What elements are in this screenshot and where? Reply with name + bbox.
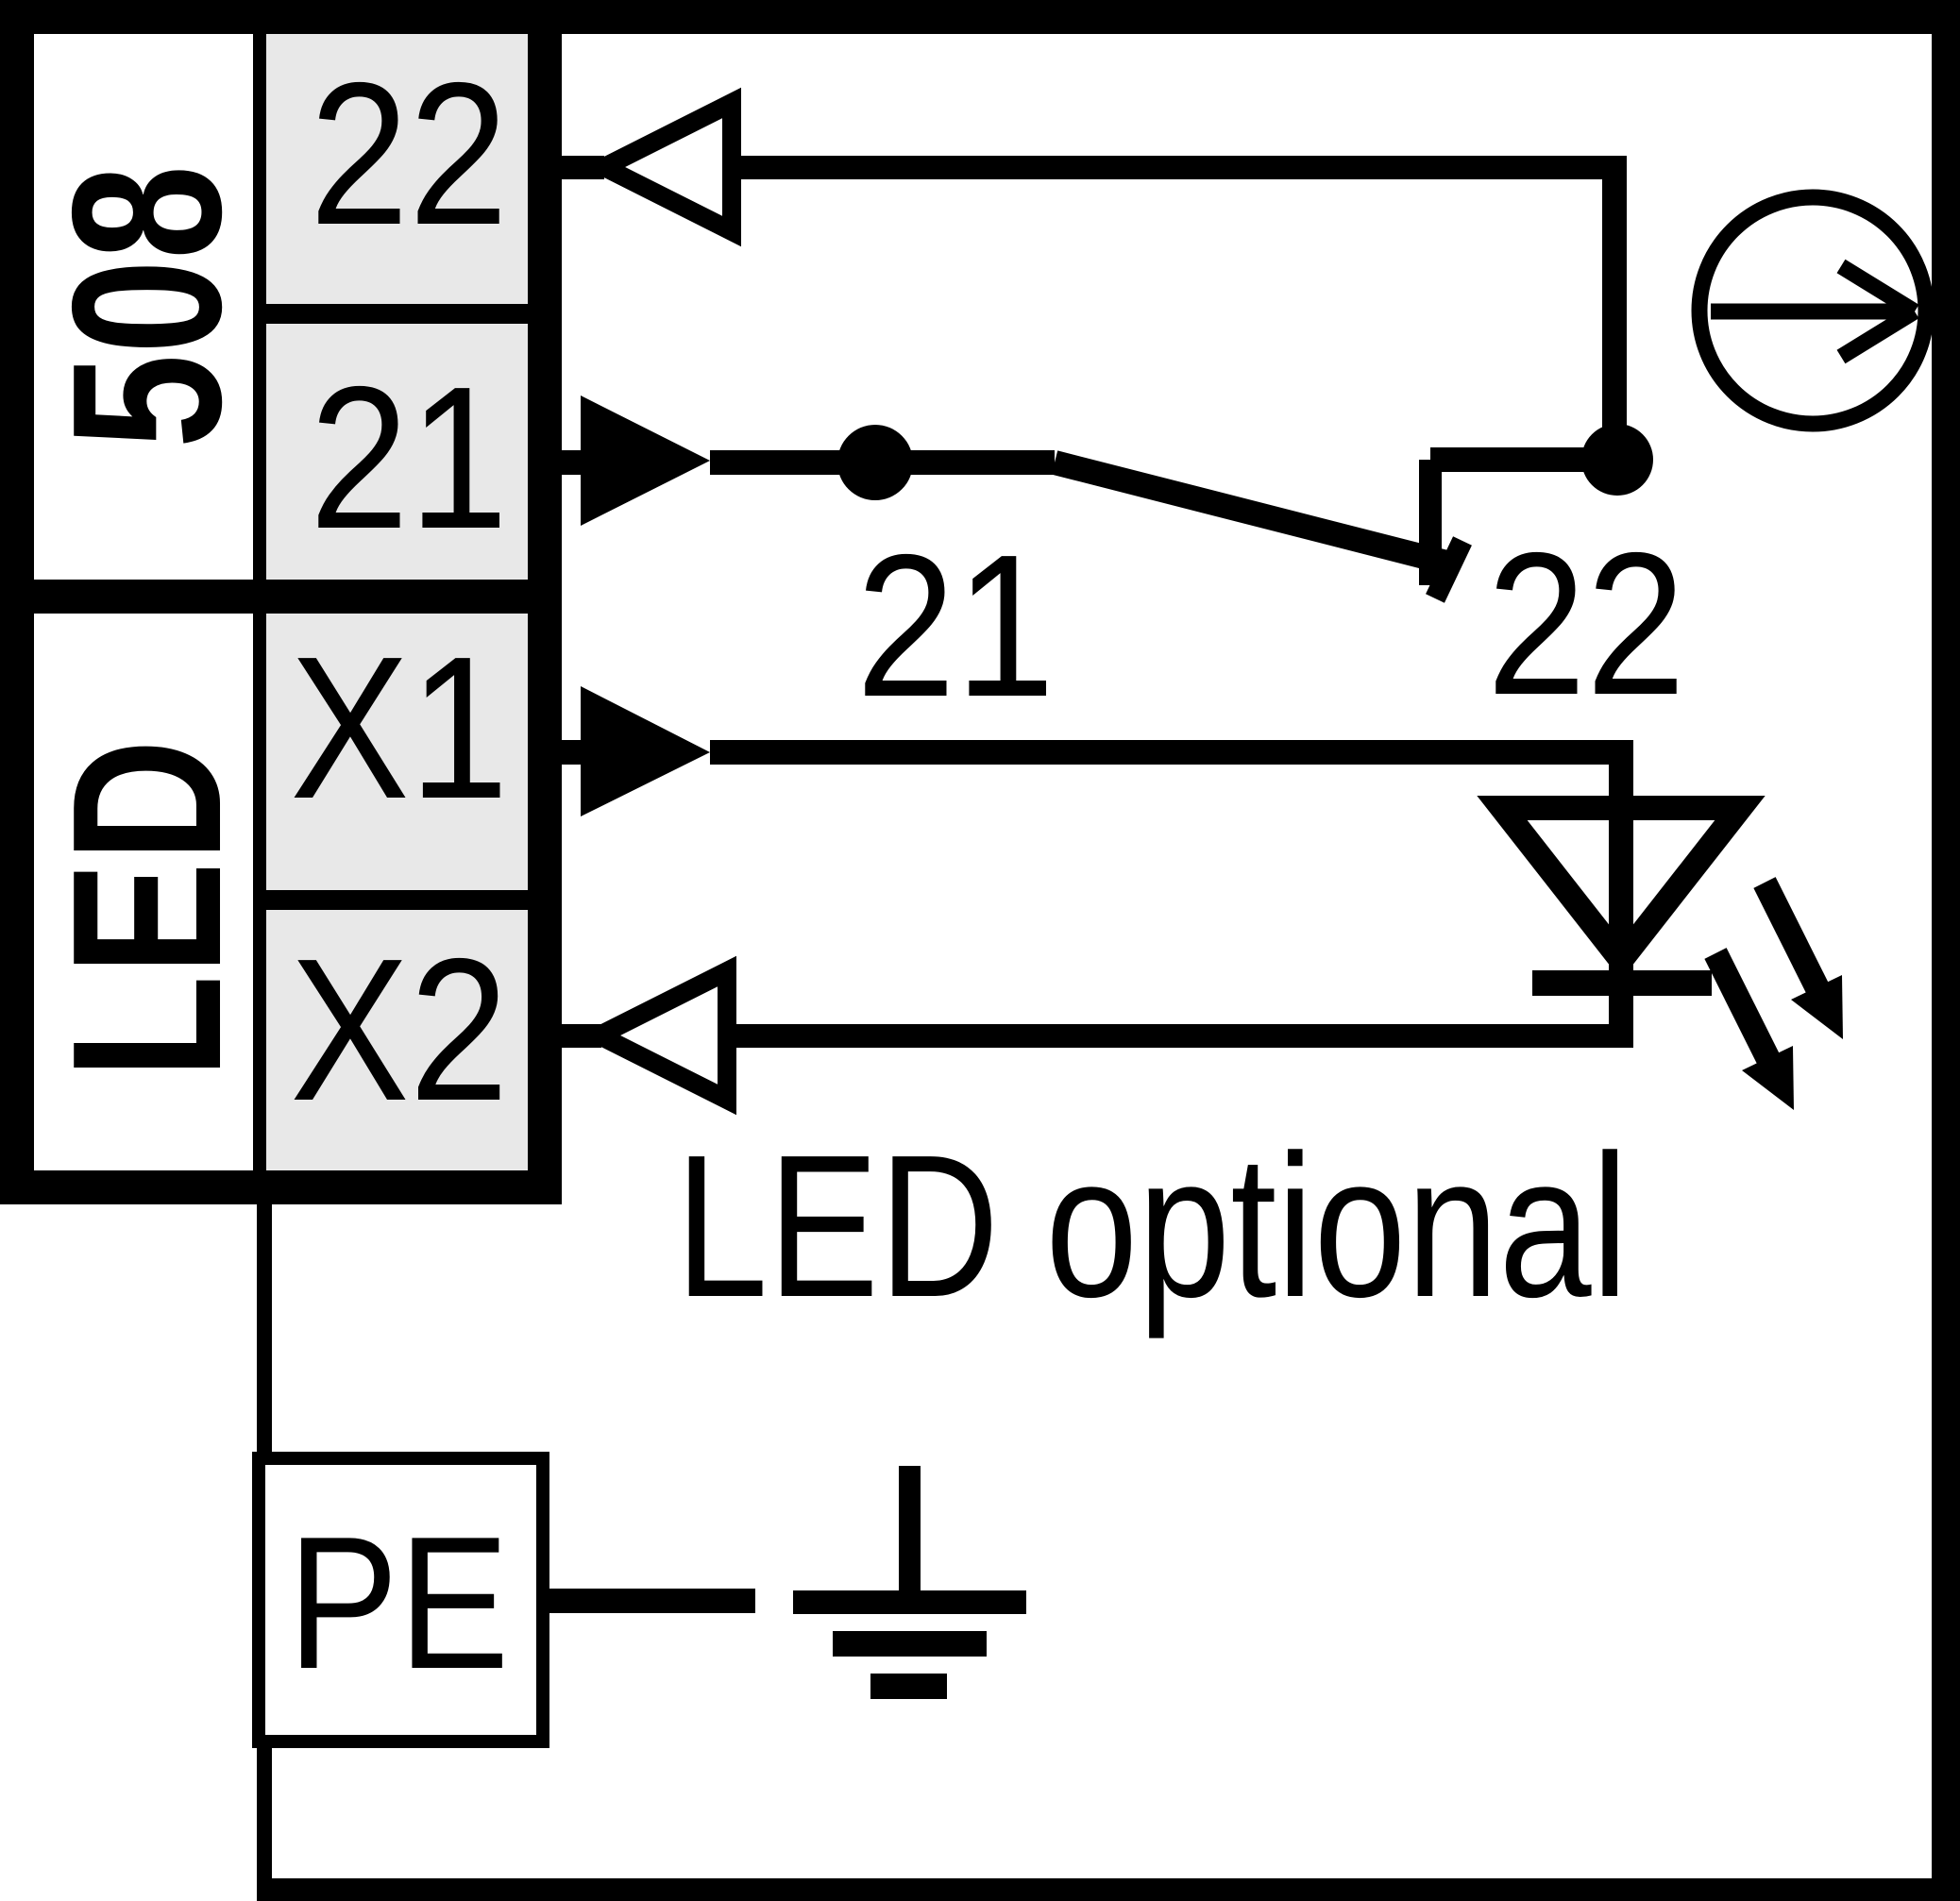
open-left-arrow-icon [583, 87, 741, 247]
contact-blade [1051, 450, 1458, 577]
earth-ground-icon [793, 1466, 1026, 1699]
block-508-cell-separator [253, 34, 266, 580]
block-led-label: LED [29, 739, 266, 1079]
frame-bottom-border [257, 1878, 1960, 1901]
wire-x2-stub [562, 1024, 601, 1048]
block-led-bottom-border [0, 1170, 562, 1204]
terminal-block-508: 508 22 21 [0, 0, 562, 1204]
ground-bar-top [793, 1590, 1026, 1614]
led-light-arrow-icon [1753, 877, 1843, 1039]
junction-dot-icon [837, 425, 913, 500]
block-508-left-border [0, 34, 34, 614]
block-508-label: 508 [29, 165, 266, 448]
terminal-x1-label: X1 [290, 614, 508, 841]
filled-right-arrow-icon [581, 395, 710, 526]
led-light-arrow-icon [1704, 948, 1794, 1110]
junction-dot-icon [1581, 424, 1653, 496]
terminal-22-label: 22 [310, 41, 508, 267]
terminal-block-led: LED X1 X2 [0, 614, 562, 1204]
led-cathode-bar [1532, 970, 1712, 996]
block-508-bottom-border [0, 580, 562, 614]
led-circuit: LED optional [562, 686, 1843, 1339]
cell-separator-22-21 [266, 304, 528, 324]
terminal-cell-x1 [266, 614, 528, 890]
open-left-arrow-icon [578, 955, 736, 1116]
frame-top-border [0, 0, 1960, 34]
block-led-left-border [0, 614, 34, 1204]
led-optional-note: LED optional [675, 1112, 1628, 1339]
wire-x1-horizontal [710, 740, 1633, 765]
wire-led-vertical [1609, 740, 1633, 1048]
terminal-x2-label: X2 [290, 917, 508, 1143]
filled-right-arrow-icon [581, 686, 710, 816]
frame-right-border [1932, 0, 1960, 1901]
cell-separator-x1-x2 [266, 890, 528, 910]
wire-pe [549, 1589, 755, 1613]
contact-label-21: 21 [856, 513, 1055, 739]
contact-label-22: 22 [1487, 511, 1685, 737]
contact-blade-end-tick [1426, 536, 1472, 603]
terminal-21-label: 21 [310, 345, 508, 571]
ground-stem [899, 1466, 921, 1602]
contact-circuit: 21 22 [562, 87, 1935, 739]
pe-circuit: PE [252, 1452, 1026, 1748]
ground-bar-middle [833, 1631, 987, 1657]
wire-x2-horizontal [732, 1024, 1626, 1048]
led-triangle [1477, 796, 1766, 981]
pe-terminal-label: PE [288, 1496, 510, 1708]
circle-right-arrow-icon [1691, 189, 1935, 432]
block-led-cell-separator [253, 614, 266, 1170]
terminal-cell-22 [266, 34, 528, 304]
led-diode-down-icon [1477, 796, 1843, 1110]
wire-22-vertical [1602, 156, 1627, 467]
terminal-cell-21 [266, 324, 528, 580]
ground-bar-bottom [870, 1674, 947, 1699]
wire-22-horizontal [732, 156, 1627, 179]
pe-terminal-box [252, 1452, 549, 1748]
terminal-cell-x2 [266, 910, 528, 1170]
